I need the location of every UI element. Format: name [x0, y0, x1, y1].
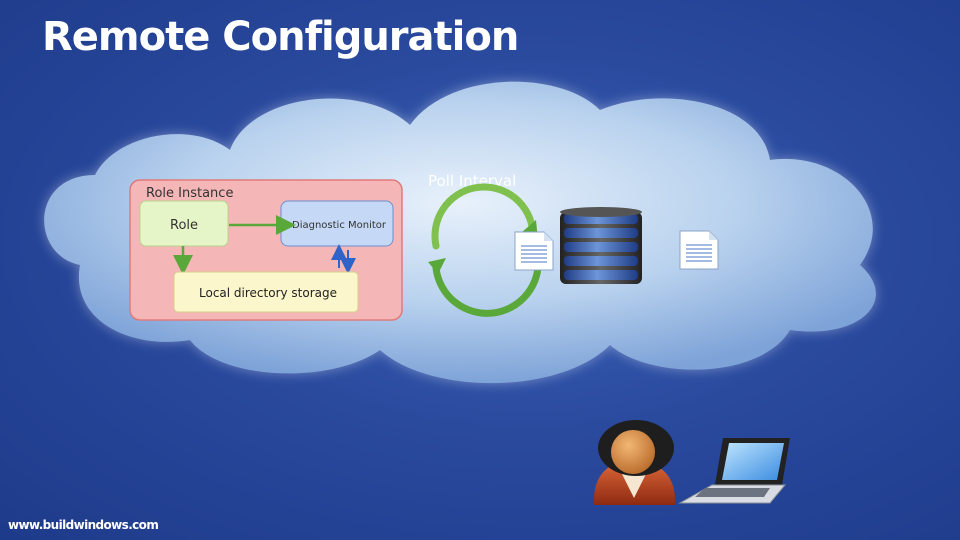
local-storage-box[interactable]: [173, 271, 359, 313]
role-label: Role: [170, 218, 198, 233]
diagnostic-monitor-label: Diagnostic Monitor: [292, 220, 387, 231]
page-title: Remote Configuration: [42, 14, 519, 60]
laptop-icon: [678, 438, 790, 504]
document-icon: [679, 230, 719, 270]
local-storage-label: Local directory storage: [199, 286, 337, 300]
document-icon: [514, 231, 554, 271]
footer-url: www.buildwindows.com: [8, 518, 159, 532]
user-icon: [594, 420, 675, 505]
database-icon: [560, 207, 642, 284]
role-instance-label: Role Instance: [146, 186, 233, 201]
